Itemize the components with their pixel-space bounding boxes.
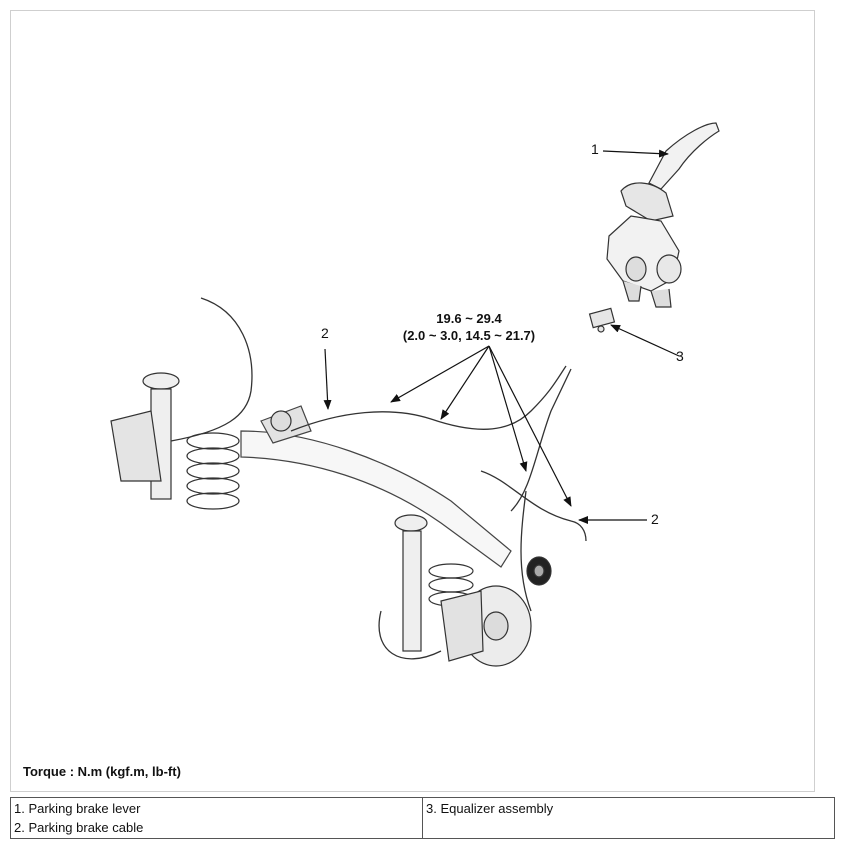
callout-3: 3 (676, 348, 684, 364)
torque-unit-note: Torque : N.m (kgf.m, lb-ft) (23, 764, 181, 779)
callout-2-lower: 2 (651, 511, 659, 527)
suspension-brake-illustration (110, 122, 720, 667)
callout-1: 1 (591, 141, 599, 157)
legend-cell-left: 1. Parking brake lever 2. Parking brake … (10, 797, 423, 839)
right-strut (394, 514, 552, 667)
legend-item-2: 2. Parking brake cable (14, 820, 144, 835)
callout-2-upper: 2 (321, 325, 329, 341)
parking-brake-cable (170, 297, 587, 660)
parking-brake-lever (606, 122, 720, 308)
torque-spec-line1: 19.6 ~ 29.4 (436, 311, 502, 326)
legend-row: 1. Parking brake lever 2. Parking brake … (10, 797, 835, 839)
diagram-figure: 1 2 2 3 19.6 ~ 29.4 (2.0 ~ 3.0, 14.5 ~ 2… (10, 10, 815, 792)
torque-spec-line2: (2.0 ~ 3.0, 14.5 ~ 21.7) (402, 328, 536, 343)
legend-item-1: 1. Parking brake lever (14, 801, 141, 816)
left-strut (110, 372, 292, 510)
leader-arrows (323, 149, 680, 524)
legend-cell-right: 3. Equalizer assembly (422, 797, 835, 839)
equalizer-assembly (588, 307, 616, 333)
legend-table: 1. Parking brake lever 2. Parking brake … (10, 797, 835, 839)
legend-item-3: 3. Equalizer assembly (426, 801, 554, 816)
torque-spec-label: 19.6 ~ 29.4 (2.0 ~ 3.0, 14.5 ~ 21.7) (389, 310, 549, 344)
